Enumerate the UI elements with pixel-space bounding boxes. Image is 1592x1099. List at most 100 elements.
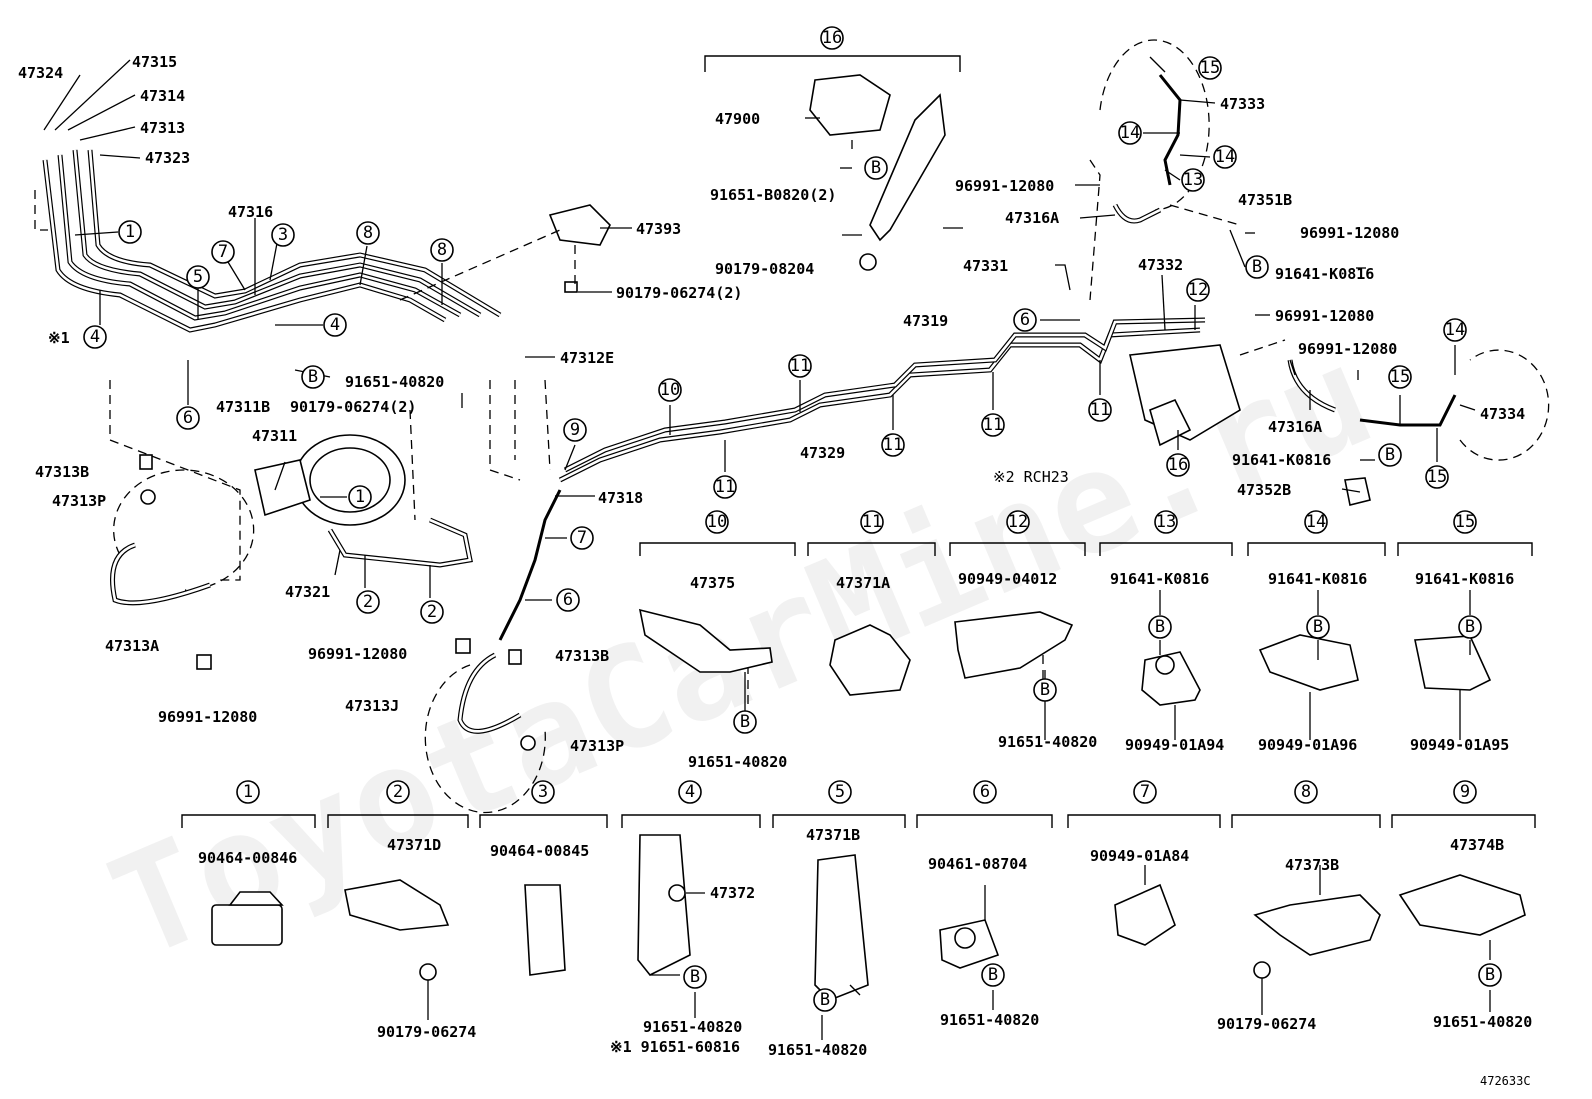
- callout-6a: 6: [176, 406, 200, 430]
- callout-14c: 14: [1443, 318, 1467, 342]
- label-96991-12080-d: 96991-12080: [1300, 224, 1399, 242]
- part-labels-detail: 47375 91651-40820 47371A 90949-04012 916…: [198, 570, 1532, 1059]
- callout-b2: B: [864, 156, 888, 180]
- svg-text:6: 6: [980, 782, 990, 802]
- label-47900: 47900: [715, 110, 760, 128]
- detail-b-4: B: [683, 965, 707, 989]
- callout-11e: 11: [1088, 398, 1112, 422]
- label-g3-part: 90464-00845: [490, 842, 589, 860]
- label-47319: 47319: [903, 312, 948, 330]
- label-90179-06274-2b: 90179-06274(2): [290, 398, 416, 416]
- label-96991-12080-a: 96991-12080: [158, 708, 257, 726]
- callout-11c: 11: [881, 433, 905, 457]
- label-g5-bolt: 91651-40820: [768, 1041, 867, 1059]
- label-g14-part: 90949-01A96: [1258, 736, 1357, 754]
- callout-b4: B: [1378, 443, 1402, 467]
- svg-text:5: 5: [835, 782, 845, 802]
- svg-text:2: 2: [427, 602, 437, 622]
- svg-text:2: 2: [393, 782, 403, 802]
- svg-text:15: 15: [1390, 367, 1410, 387]
- svg-text:B: B: [871, 158, 881, 178]
- label-47318: 47318: [598, 489, 643, 507]
- callout-12: 12: [1186, 278, 1210, 302]
- callout-7a: 7: [211, 240, 235, 264]
- detail-num-4: 4: [678, 780, 702, 804]
- label-g5-part: 47371B: [806, 826, 860, 844]
- svg-text:7: 7: [577, 528, 587, 548]
- label-47313P-b: 47313P: [570, 737, 624, 755]
- label-g7-part: 90949-01A84: [1090, 847, 1189, 865]
- label-47316: 47316: [228, 203, 273, 221]
- callout-16a: 16: [820, 26, 844, 50]
- svg-text:6: 6: [563, 590, 573, 610]
- label-g2-bolt: 90179-06274: [377, 1023, 476, 1041]
- valve-47393: [548, 204, 611, 293]
- svg-text:3: 3: [278, 225, 288, 245]
- svg-text:15: 15: [1200, 58, 1220, 78]
- svg-text:B: B: [308, 367, 318, 387]
- detail-num-15: 15: [1453, 510, 1477, 534]
- svg-text:B: B: [988, 965, 998, 985]
- label-91651-B0820: 91651-B0820(2): [710, 186, 836, 204]
- label-96991-12080-c: 96991-12080: [955, 177, 1054, 195]
- master-cylinder-booster: [254, 434, 406, 526]
- label-g4-part: 47372: [710, 884, 755, 902]
- svg-text:7: 7: [1140, 782, 1150, 802]
- note-1-main: ※1: [48, 329, 70, 347]
- detail-num-2: 2: [386, 780, 410, 804]
- svg-text:8: 8: [437, 240, 447, 260]
- svg-text:11: 11: [862, 512, 882, 532]
- svg-text:B: B: [740, 712, 750, 732]
- label-96991-12080-e: 96991-12080: [1275, 307, 1374, 325]
- callout-14b: 14: [1213, 145, 1237, 169]
- label-g13-bolt: 91641-K0816: [1110, 570, 1209, 588]
- svg-text:14: 14: [1215, 147, 1235, 167]
- callout-9: 9: [563, 418, 587, 442]
- detail-num-6: 6: [973, 780, 997, 804]
- callout-6b: 6: [556, 588, 580, 612]
- label-47393: 47393: [636, 220, 681, 238]
- diagram-id: 472633C: [1480, 1074, 1531, 1088]
- svg-text:B: B: [1465, 617, 1475, 637]
- callout-15a: 15: [1198, 56, 1222, 80]
- svg-text:11: 11: [983, 415, 1003, 435]
- svg-text:8: 8: [363, 223, 373, 243]
- callout-2a: 2: [356, 590, 380, 614]
- detail-num-11: 11: [860, 510, 884, 534]
- label-47316A-a: 47316A: [1005, 209, 1059, 227]
- svg-text:14: 14: [1120, 123, 1140, 143]
- label-g4-bolt-alt: ※1 91651-60816: [610, 1038, 740, 1056]
- callout-6c: 6: [1013, 308, 1037, 332]
- svg-text:B: B: [820, 990, 830, 1010]
- detail-num-8: 8: [1294, 780, 1318, 804]
- svg-text:11: 11: [883, 435, 903, 455]
- label-g15-part: 90949-01A95: [1410, 736, 1509, 754]
- svg-text:15: 15: [1427, 467, 1447, 487]
- label-47351B: 47351B: [1238, 191, 1292, 209]
- label-g12-part: 90949-04012: [958, 570, 1057, 588]
- detail-brackets: [181, 542, 1536, 828]
- callout-4a: 4: [83, 325, 107, 349]
- flex-hose-47313J: [424, 638, 546, 814]
- svg-text:B: B: [690, 967, 700, 987]
- label-47332: 47332: [1138, 256, 1183, 274]
- detail-num-14: 14: [1304, 510, 1328, 534]
- svg-text:B: B: [1252, 257, 1262, 277]
- callouts-detail: 10 11 12 13 14 15 B B B B B 1 2 3 4 5 6 …: [236, 510, 1502, 1012]
- label-47316A-b: 47316A: [1268, 418, 1322, 436]
- label-47312E: 47312E: [560, 349, 614, 367]
- dashed-leaders: [34, 140, 1286, 705]
- svg-text:5: 5: [193, 267, 203, 287]
- detail-num-1: 1: [236, 780, 260, 804]
- svg-text:13: 13: [1183, 170, 1203, 190]
- callout-10: 10: [658, 378, 682, 402]
- label-47315: 47315: [132, 53, 177, 71]
- label-47313P-a: 47313P: [52, 492, 106, 510]
- label-g8-part: 47373B: [1285, 856, 1339, 874]
- callout-8b: 8: [430, 238, 454, 262]
- svg-text:15: 15: [1455, 512, 1475, 532]
- label-g6-part: 90461-08704: [928, 855, 1027, 873]
- svg-text:14: 14: [1445, 320, 1465, 340]
- callout-14a: 14: [1118, 121, 1142, 145]
